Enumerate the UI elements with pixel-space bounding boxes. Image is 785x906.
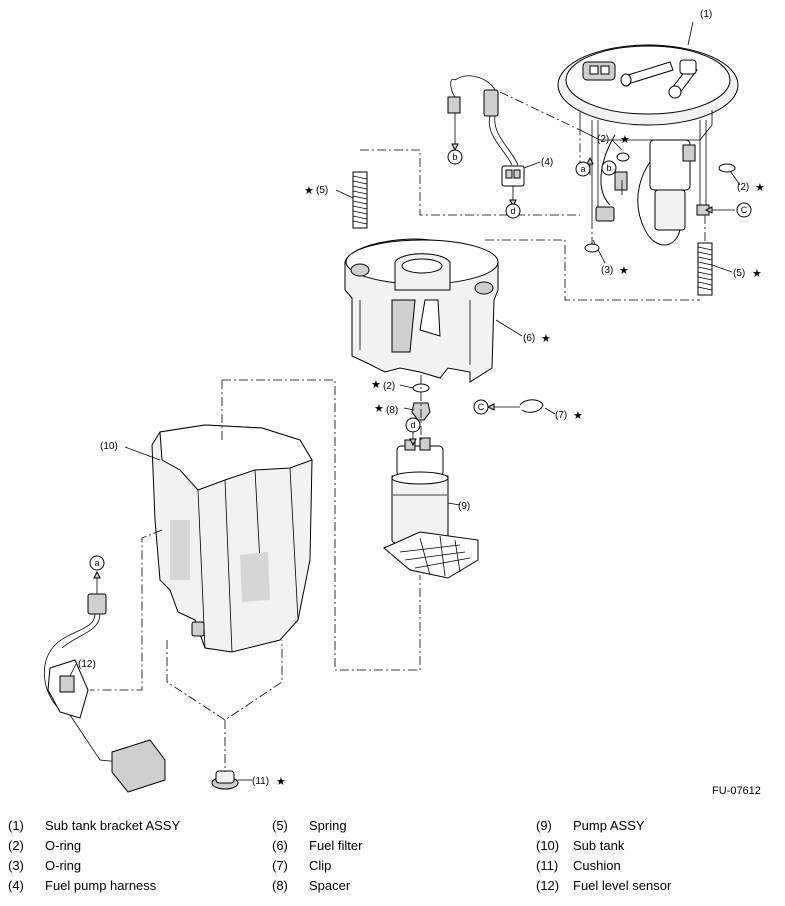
- o-ring-3: [584, 243, 600, 253]
- assembly-lines: [90, 91, 706, 772]
- svg-text:a: a: [94, 558, 99, 568]
- sub-tank-bracket-assy: [557, 44, 739, 246]
- callout-leaders: [69, 21, 741, 781]
- legend-number: (5): [272, 818, 288, 833]
- star-icon: ★: [304, 184, 314, 197]
- legend-item: (3) O-ring: [8, 856, 258, 876]
- callout-2-upper: (2): [597, 134, 609, 145]
- legend-name: Fuel filter: [309, 838, 363, 853]
- legend-number: (11): [536, 858, 559, 873]
- fuel-filter: [344, 238, 499, 383]
- legend-number: (10): [536, 838, 560, 853]
- callout-7: (7): [555, 410, 567, 421]
- legend-name: O-ring: [45, 858, 82, 873]
- legend-item: (12) Fuel level sensor: [536, 876, 776, 896]
- connector-b-lower: b: [601, 160, 617, 176]
- o-ring-right: [718, 163, 736, 173]
- legend-name: O-ring: [45, 838, 82, 853]
- callout-2-right: (2): [737, 182, 749, 193]
- star-icon: ★: [752, 267, 762, 280]
- callout-12: (12): [78, 659, 96, 670]
- star-icon: ★: [619, 264, 629, 277]
- clip: [519, 399, 544, 413]
- legend-number: (6): [272, 838, 288, 853]
- fuel-level-sensor: [43, 593, 166, 793]
- legend-number: (12): [536, 878, 560, 893]
- spring-right: [697, 242, 713, 296]
- connector-b-upper: b: [447, 149, 463, 165]
- sub-tank: [151, 424, 313, 653]
- callout-6: (6): [523, 333, 535, 344]
- callout-8: (8): [386, 405, 398, 416]
- star-icon: ★: [620, 133, 630, 146]
- pump-assy: [383, 437, 479, 579]
- star-icon: ★: [755, 181, 765, 194]
- connector-c-clip: C: [473, 399, 489, 415]
- connector-a-upper: a: [575, 161, 591, 177]
- legend-number: (2): [8, 838, 24, 853]
- connector-d-upper: d: [505, 203, 521, 219]
- legend-item: (4) Fuel pump harness: [8, 876, 258, 896]
- spring-left: [352, 171, 368, 229]
- star-icon: ★: [374, 402, 384, 415]
- legend-number: (9): [536, 818, 552, 833]
- legend-name: Fuel pump harness: [45, 878, 157, 893]
- callout-3: (3): [601, 265, 613, 276]
- callout-5-left: (5): [316, 185, 328, 196]
- legend-name: Sub tank: [573, 838, 625, 853]
- legend-item: (11) Cushion: [536, 856, 776, 876]
- legend-number: (4): [8, 878, 24, 893]
- legend-number: (3): [8, 858, 24, 873]
- parts-legend: (1) Sub tank bracket ASSY (2) O-ring (3)…: [0, 816, 785, 906]
- svg-text:b: b: [452, 152, 457, 162]
- legend-name: Spring: [309, 818, 347, 833]
- svg-text:C: C: [478, 402, 485, 412]
- legend-name: Fuel level sensor: [573, 878, 672, 893]
- legend-name: Clip: [309, 858, 332, 873]
- connector-d-lower: d: [405, 417, 421, 433]
- callout-11: (11): [252, 776, 269, 787]
- callout-1: (1): [700, 9, 712, 20]
- svg-text:d: d: [410, 420, 415, 430]
- star-icon: ★: [541, 332, 551, 345]
- legend-name: Cushion: [573, 858, 621, 873]
- cushion: [211, 770, 239, 790]
- legend-item: (9) Pump ASSY: [536, 816, 776, 836]
- legend-item: (7) Clip: [272, 856, 492, 876]
- legend-item: (5) Spring: [272, 816, 492, 836]
- callout-10: (10): [100, 441, 118, 452]
- svg-text:d: d: [510, 206, 515, 216]
- star-icon: ★: [573, 409, 583, 422]
- svg-text:a: a: [580, 164, 585, 174]
- legend-item: (6) Fuel filter: [272, 836, 492, 856]
- fuel-pump-harness: [447, 75, 525, 187]
- star-icon: ★: [371, 378, 381, 391]
- legend-name: Pump ASSY: [573, 818, 645, 833]
- svg-text:C: C: [741, 205, 748, 215]
- svg-text:b: b: [606, 163, 611, 173]
- legend-item: (8) Spacer: [272, 876, 492, 896]
- connector-a-lower: a: [89, 555, 105, 571]
- legend-item: (1) Sub tank bracket ASSY: [8, 816, 258, 836]
- callout-5-right: (5): [733, 268, 745, 279]
- exploded-diagram: (1) (2) ★ (2) ★ (3) ★ (4) ★ (5) (5) ★ (6…: [43, 9, 765, 793]
- legend-name: Sub tank bracket ASSY: [45, 818, 181, 833]
- callout-9: (9): [458, 501, 470, 512]
- callout-4: (4): [541, 157, 553, 168]
- legend-number: (1): [8, 818, 24, 833]
- legend-item: (10) Sub tank: [536, 836, 776, 856]
- connector-c-right: C: [736, 202, 752, 218]
- figure-code: FU-07612: [712, 785, 761, 797]
- legend-name: Spacer: [309, 878, 351, 893]
- legend-number: (8): [272, 878, 288, 893]
- legend-number: (7): [272, 858, 288, 873]
- o-ring-b: [616, 152, 630, 162]
- star-icon: ★: [276, 775, 286, 788]
- legend-item: (2) O-ring: [8, 836, 258, 856]
- callout-2-filter: (2): [383, 381, 395, 392]
